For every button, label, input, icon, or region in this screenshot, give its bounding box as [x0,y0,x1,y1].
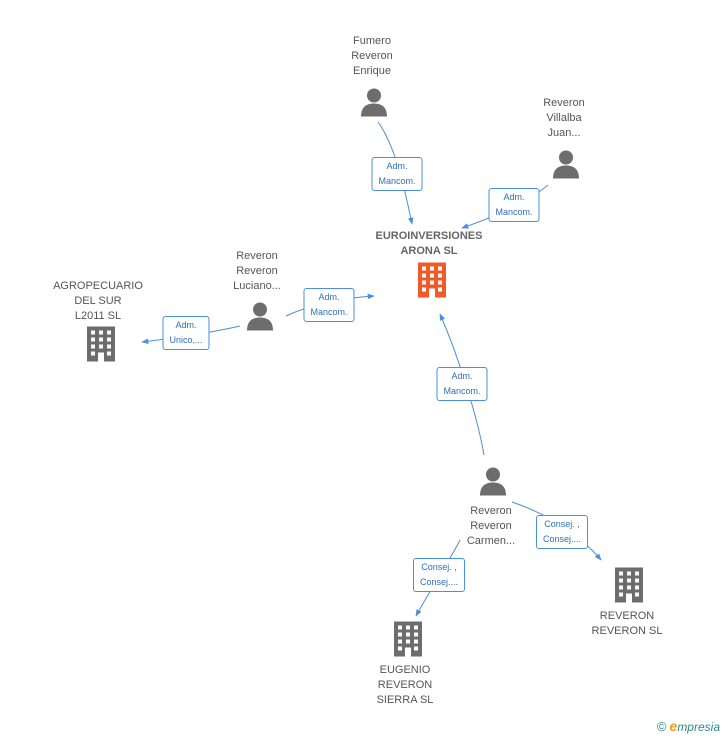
building-icon[interactable] [84,326,118,367]
person-icon[interactable] [245,301,275,336]
brand-logo[interactable]: empresia [670,718,720,734]
edge-label-line: Consej. , [544,519,580,529]
node-label-euroinversiones: EUROINVERSIONES ARONA SL [375,230,483,257]
edge-label-luciano-euroinversiones[interactable]: Adm. Mancom. [303,288,355,322]
node-label-agropecuario: AGROPECUARIO DEL SUR L2011 SL [53,280,143,322]
edge-label-line: Adm. [175,320,197,330]
edge-label-line: Adm. [318,292,340,302]
edge-label-line: Consej.... [542,534,582,544]
edge-label-line: Consej. , [421,562,457,572]
edge-label-fumero-euroinversiones[interactable]: Adm. Mancom. [371,157,423,191]
node-label-carmen: Reveron Reveron Carmen... [466,505,516,547]
edge-label-line: Mancom. [443,386,481,396]
brand-rest: mpresia [677,720,720,734]
edge-label-villalba-euroinversiones[interactable]: Adm. Mancom. [488,188,540,222]
person-icon[interactable] [478,466,508,501]
edge-label-line: Adm. [451,371,473,381]
edge-label-line: Mancom. [378,176,416,186]
node-label-villalba: Reveron Villalba Juan... [543,97,585,139]
person-icon[interactable] [359,87,389,122]
edge-label-line: Mancom. [310,307,348,317]
edge-label-carmen-eugenio[interactable]: Consej. , Consej.... [412,558,466,592]
node-label-fumero: Fumero Reveron Enrique [351,35,393,77]
edge-label-carmen-reveron-sl[interactable]: Consej. , Consej.... [535,515,589,549]
footer-brand: © empresia [657,718,720,734]
brand-first-letter: e [669,718,678,734]
building-icon[interactable] [415,262,449,303]
building-icon[interactable] [612,567,646,608]
edge-label-line: Mancom. [495,207,533,217]
edge-label-line: Consej.... [419,577,459,587]
edge-label-line: Unico,... [169,335,203,345]
edge-label-line: Adm. [503,192,525,202]
person-icon[interactable] [551,149,581,184]
node-label-eugenio: EUGENIO REVERON SIERRA SL [376,664,434,706]
building-icon[interactable] [391,621,425,662]
edge-label-line: Adm. [386,161,408,171]
edge-label-luciano-agropecuario[interactable]: Adm. Unico,... [162,316,210,350]
node-label-luciano: Reveron Reveron Luciano... [233,250,281,292]
copyright-symbol: © [656,718,667,734]
edge-label-carmen-euroinversiones[interactable]: Adm. Mancom. [436,367,488,401]
node-label-reveron-sl: REVERON REVERON SL [591,610,663,637]
